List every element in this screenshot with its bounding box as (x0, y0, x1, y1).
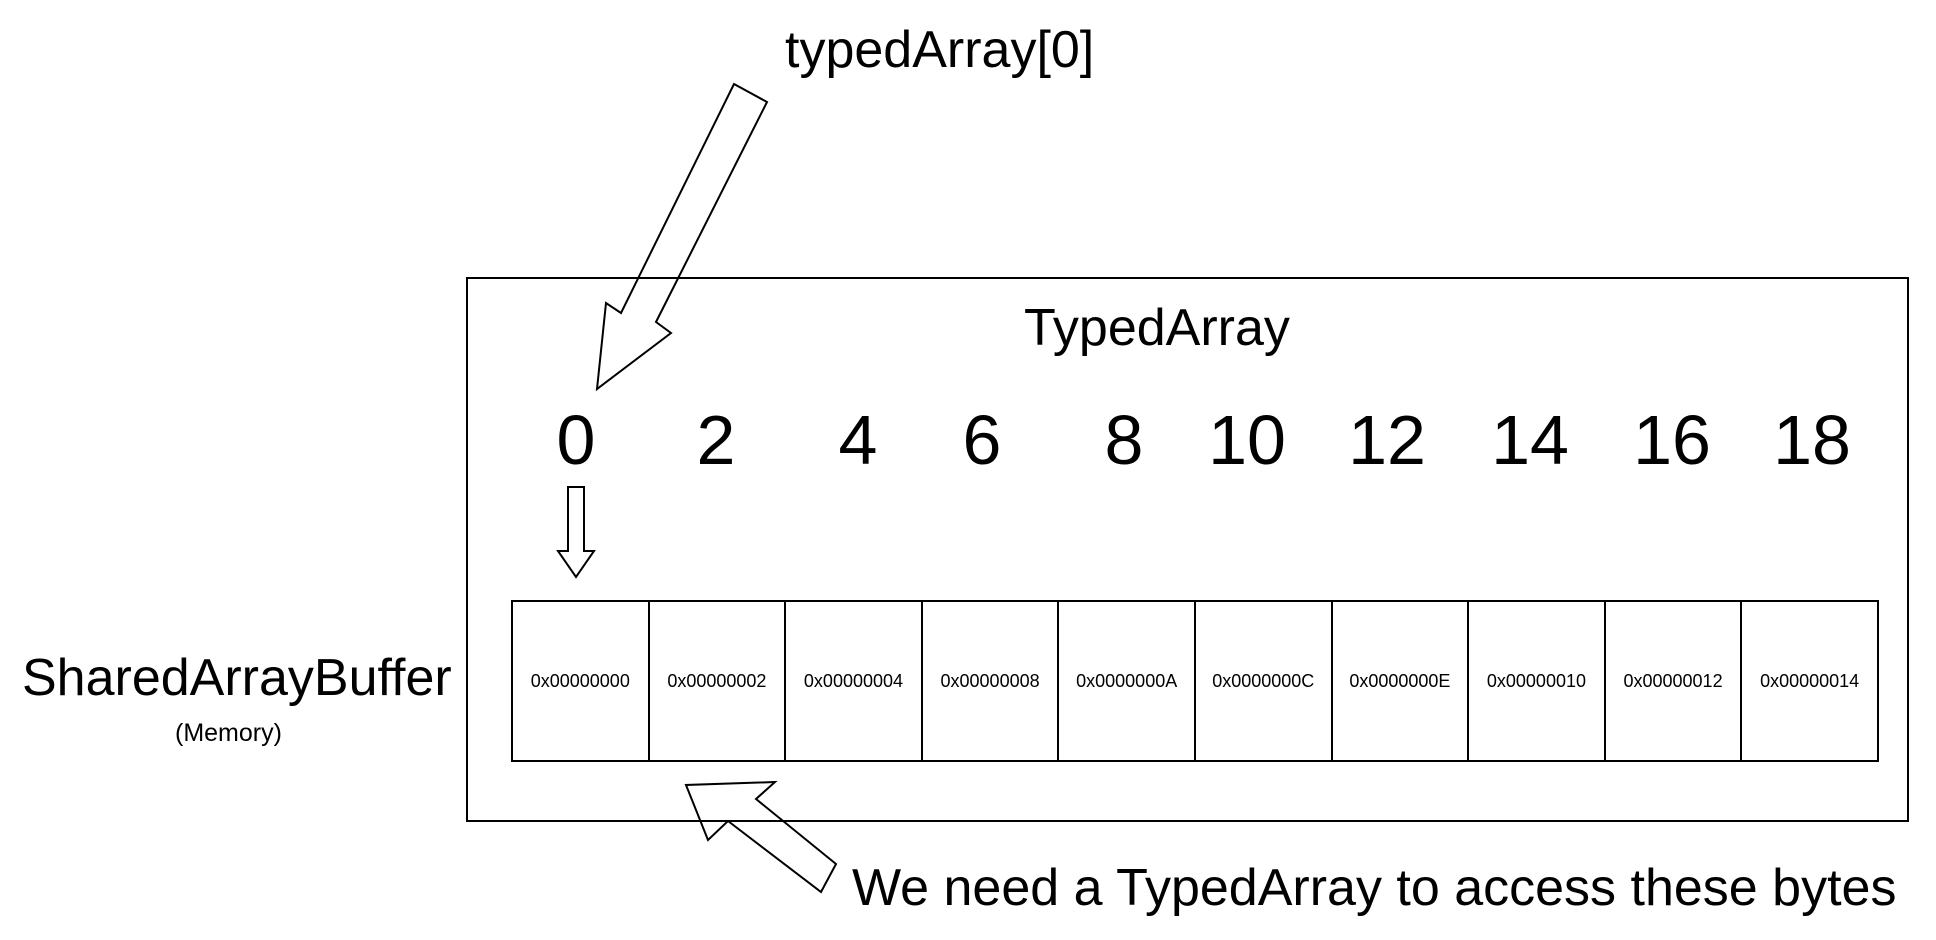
index-label: 12 (1348, 401, 1426, 479)
memory-cell: 0x00000000 (513, 602, 650, 760)
memory-cell: 0x0000000E (1333, 602, 1470, 760)
memory-cell: 0x0000000C (1196, 602, 1333, 760)
index-label: 6 (962, 401, 1002, 479)
memory-cell: 0x00000002 (650, 602, 787, 760)
memory-cells-row: 0x00000000 0x00000002 0x00000004 0x00000… (511, 600, 1879, 762)
memory-cell: 0x00000012 (1606, 602, 1743, 760)
typed-array-title: TypedArray (1024, 299, 1290, 357)
memory-sublabel: (Memory) (175, 719, 282, 747)
pointer-arrow-bottom (684, 780, 838, 894)
index-label: 14 (1491, 401, 1569, 479)
memory-cell: 0x00000008 (923, 602, 1060, 760)
index-label: 0 (556, 401, 596, 479)
typed-array-zero-label: typedArray[0] (785, 21, 1095, 79)
index-label: 8 (1104, 401, 1144, 479)
typed-array-frame (466, 277, 1909, 822)
memory-cell: 0x00000014 (1760, 670, 1860, 691)
shared-array-buffer-label: SharedArrayBuffer (22, 649, 452, 707)
memory-cell: 0x00000010 (1469, 602, 1606, 760)
index-label: 2 (696, 401, 736, 479)
pointer-arrow-top (595, 82, 769, 392)
index-label: 10 (1208, 401, 1286, 479)
index-row: 0 2 4 6 8 10 12 14 16 18 (0, 400, 1936, 480)
index-label: 18 (1773, 401, 1851, 479)
index-label: 4 (838, 401, 878, 479)
access-note: We need a TypedArray to access these byt… (852, 859, 1897, 917)
index-label: 16 (1633, 401, 1711, 479)
index-to-cell-arrow (556, 486, 596, 579)
memory-cell: 0x00000004 (786, 602, 923, 760)
memory-cell: 0x0000000A (1059, 602, 1196, 760)
